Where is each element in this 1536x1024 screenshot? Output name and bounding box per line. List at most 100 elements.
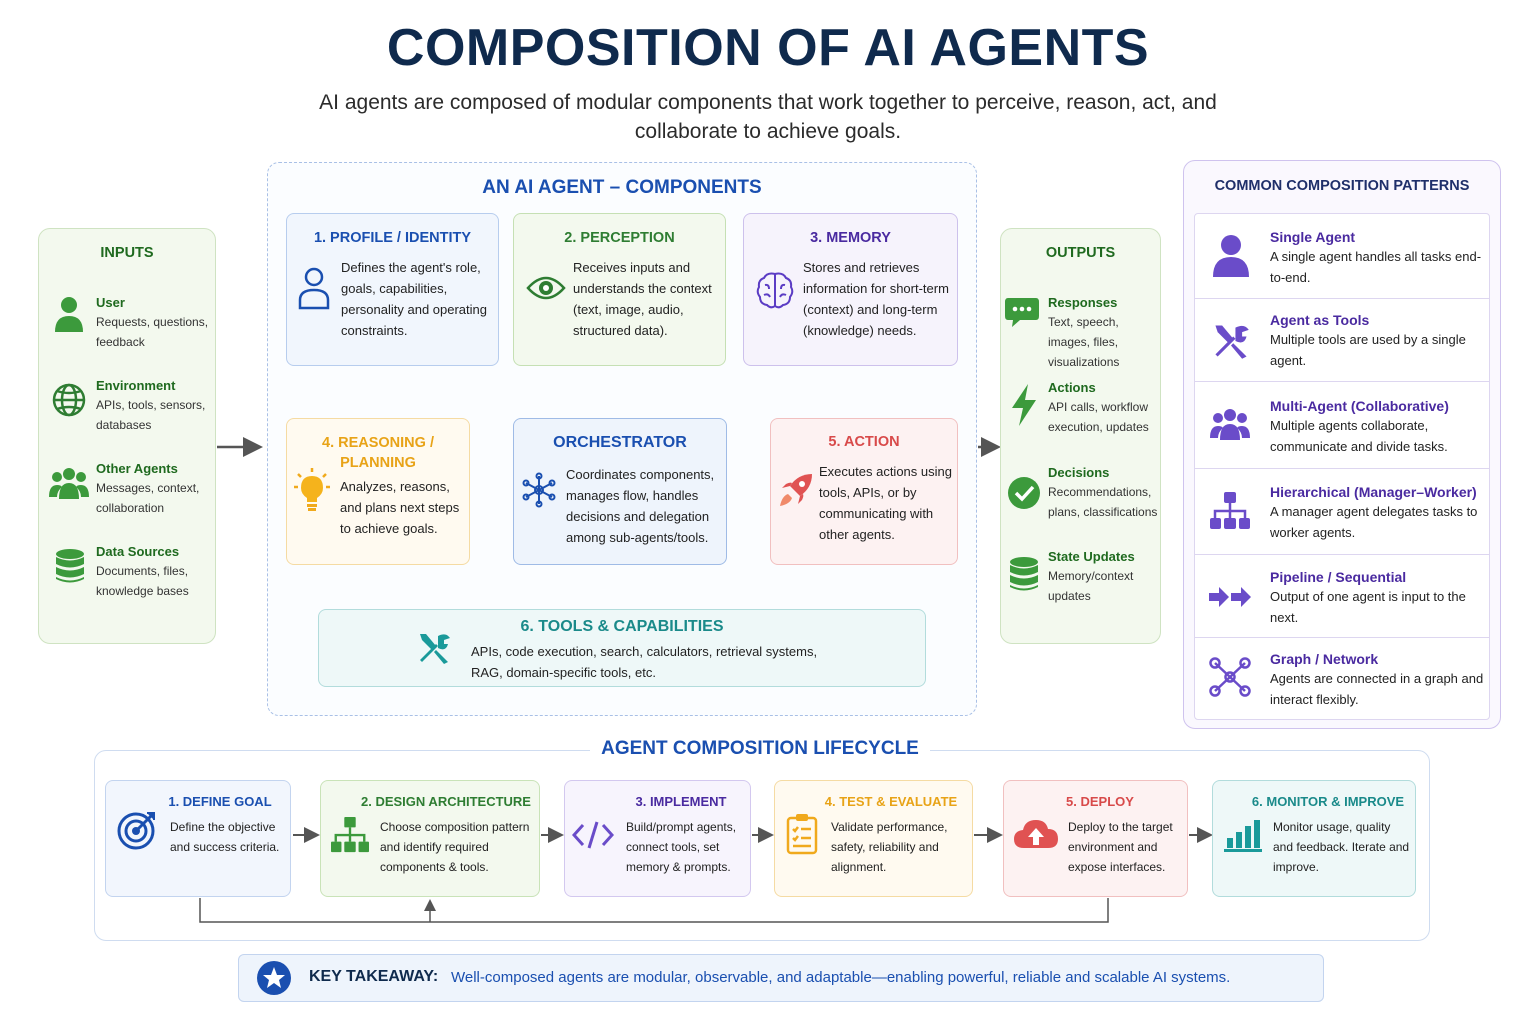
pattern-title: Pipeline / Sequential xyxy=(1270,569,1407,585)
key-takeaway-label: KEY TAKEAWAY: xyxy=(309,968,439,985)
output-item-title: Decisions xyxy=(1048,465,1110,480)
memory-card: 3. MEMORY xyxy=(743,213,958,366)
wrench-screwdriver-icon xyxy=(416,630,452,666)
output-item-desc: API calls, workflow execution, updates xyxy=(1048,400,1149,434)
pattern-desc: Output of one agent is input to the next… xyxy=(1270,589,1466,625)
input-item-desc: Requests, questions, feedback xyxy=(96,315,209,349)
lifecycle-step-title: 1. DEFINE GOAL xyxy=(168,794,272,809)
clipboard-icon xyxy=(786,813,818,855)
key-takeaway-text: Well-composed agents are modular, observ… xyxy=(451,969,1231,986)
check-icon xyxy=(1007,476,1041,510)
lifecycle-step-define-goal xyxy=(105,780,291,897)
target-icon xyxy=(116,811,156,851)
pattern-desc: Agents are connected in a graph and inte… xyxy=(1270,671,1484,707)
input-item-title: Other Agents xyxy=(96,461,178,476)
orchestrator-card: ORCHESTRATOR xyxy=(513,418,727,565)
pattern-divider xyxy=(1194,554,1490,555)
patterns-list xyxy=(1194,213,1490,720)
lifecycle-step-design-architecture xyxy=(320,780,540,897)
pattern-divider xyxy=(1194,637,1490,638)
pattern-title: Agent as Tools xyxy=(1270,312,1370,328)
input-item-user: User Requests, questions, feedback xyxy=(96,295,214,352)
key-takeaway-banner xyxy=(238,954,1324,1002)
lifecycle-step-desc: Build/prompt agents, connect tools, set … xyxy=(626,820,737,874)
output-item-desc: Recommendations, plans, classifications xyxy=(1048,485,1158,519)
group-icon xyxy=(49,465,89,501)
lifecycle-step-desc: Define the objective and success criteri… xyxy=(170,820,280,854)
tools-title: 6. TOOLS & CAPABILITIES xyxy=(520,618,724,635)
hierarchy-icon xyxy=(1209,491,1251,531)
lifecycle-step-title: 4. TEST & EVALUATE xyxy=(824,794,958,809)
pattern-item-hierarchical: Hierarchical (Manager–Worker) A manager … xyxy=(1270,484,1488,543)
output-item-title: State Updates xyxy=(1048,549,1135,564)
output-item-actions: Actions API calls, workflow execution, u… xyxy=(1048,380,1160,437)
pattern-item-pipeline: Pipeline / Sequential Output of one agen… xyxy=(1270,569,1485,628)
lifecycle-step-title: 2. DESIGN ARCHITECTURE xyxy=(361,794,531,809)
output-item-desc: Text, speech, images, files, visualizati… xyxy=(1048,315,1120,369)
chat-icon xyxy=(1004,296,1040,330)
page-title: COMPOSITION OF AI AGENTS xyxy=(386,19,1150,77)
memory-desc: Stores and retrieves information for sho… xyxy=(803,260,949,338)
inputs-title: INPUTS xyxy=(100,245,154,261)
eye-icon xyxy=(526,274,566,302)
lifecycle-step-desc: Deploy to the target environment and exp… xyxy=(1068,820,1173,874)
pattern-divider xyxy=(1194,468,1490,469)
pattern-title: Hierarchical (Manager–Worker) xyxy=(1270,484,1477,500)
pattern-item-multi-agent: Multi-Agent (Collaborative) Multiple age… xyxy=(1270,398,1488,457)
reasoning-desc: Analyzes, reasons, and plans next steps … xyxy=(340,479,460,536)
graph-icon xyxy=(1209,657,1251,697)
lifecycle-step-desc: Validate performance, safety, reliabilit… xyxy=(831,820,948,874)
orchestrator-desc: Coordinates components, manages flow, ha… xyxy=(566,467,715,545)
bar-chart-icon xyxy=(1224,818,1262,852)
multi-agent-icon xyxy=(1208,406,1252,442)
action-title: 5. ACTION xyxy=(828,434,900,450)
output-item-title: Responses xyxy=(1048,295,1118,310)
reasoning-title: 4. REASONING / PLANNING xyxy=(322,435,434,471)
pattern-title: Single Agent xyxy=(1270,229,1356,245)
lightbulb-icon xyxy=(294,466,330,512)
profile-identity-card: 1. PROFILE / IDENTITY xyxy=(286,213,499,366)
input-item-title: Data Sources xyxy=(96,544,180,559)
input-item-title: User xyxy=(96,295,125,310)
input-item-desc: Documents, files, knowledge bases xyxy=(96,564,189,598)
pattern-item-graph: Graph / Network Agents are connected in … xyxy=(1270,651,1485,710)
input-item-title: Environment xyxy=(96,378,176,393)
output-item-decisions: Decisions Recommendations, plans, classi… xyxy=(1048,465,1160,522)
database-icon xyxy=(55,548,85,584)
input-item-data-sources: Data Sources Documents, files, knowledge… xyxy=(96,544,214,601)
cloud-upload-icon xyxy=(1013,818,1059,850)
output-item-responses: Responses Text, speech, images, files, v… xyxy=(1048,295,1160,372)
pattern-desc: Multiple tools are used by a single agen… xyxy=(1270,332,1466,368)
input-item-environment: Environment APIs, tools, sensors, databa… xyxy=(96,378,214,435)
lifecycle-title: AGENT COMPOSITION LIFECYCLE xyxy=(590,738,930,760)
input-item-desc: Messages, context, collaboration xyxy=(96,481,200,515)
pattern-item-agent-as-tools: Agent as Tools Multiple tools are used b… xyxy=(1270,312,1485,371)
output-item-state-updates: State Updates Memory/context updates xyxy=(1048,549,1160,606)
lifecycle-step-title: 3. IMPLEMENT xyxy=(635,794,727,809)
perception-desc: Receives inputs and understands the cont… xyxy=(573,260,712,338)
pattern-desc: Multiple agents collaborate, communicate… xyxy=(1270,418,1448,454)
input-item-other-agents: Other Agents Messages, context, collabor… xyxy=(96,461,214,518)
perception-title: 2. PERCEPTION xyxy=(564,230,675,246)
network-hub-icon xyxy=(521,472,557,508)
pipeline-icon xyxy=(1209,586,1253,608)
feedback-loop-line xyxy=(199,898,1109,923)
pattern-desc: A single agent handles all tasks end-to-… xyxy=(1270,249,1482,285)
action-card: 5. ACTION xyxy=(770,418,958,565)
database-icon xyxy=(1009,556,1039,592)
tools-desc: APIs, code execution, search, calculator… xyxy=(471,644,818,680)
lifecycle-step-title: 6. MONITOR & IMPROVE xyxy=(1251,794,1405,809)
pattern-title: Graph / Network xyxy=(1270,651,1379,667)
person-outline-icon xyxy=(298,266,330,310)
pattern-divider xyxy=(1194,381,1490,382)
lifecycle-step-desc: Choose composition pattern and identify … xyxy=(380,820,530,874)
pattern-title: Multi-Agent (Collaborative) xyxy=(1270,398,1449,414)
brain-icon xyxy=(755,270,795,310)
profile-desc: Defines the agent's role, goals, capabil… xyxy=(341,260,487,338)
user-icon xyxy=(53,294,85,334)
code-icon xyxy=(572,820,614,850)
tools-icon xyxy=(1211,321,1251,361)
rocket-icon xyxy=(778,472,814,508)
patterns-title: COMMON COMPOSITION PATTERNS xyxy=(1214,178,1470,194)
pattern-divider xyxy=(1194,298,1490,299)
